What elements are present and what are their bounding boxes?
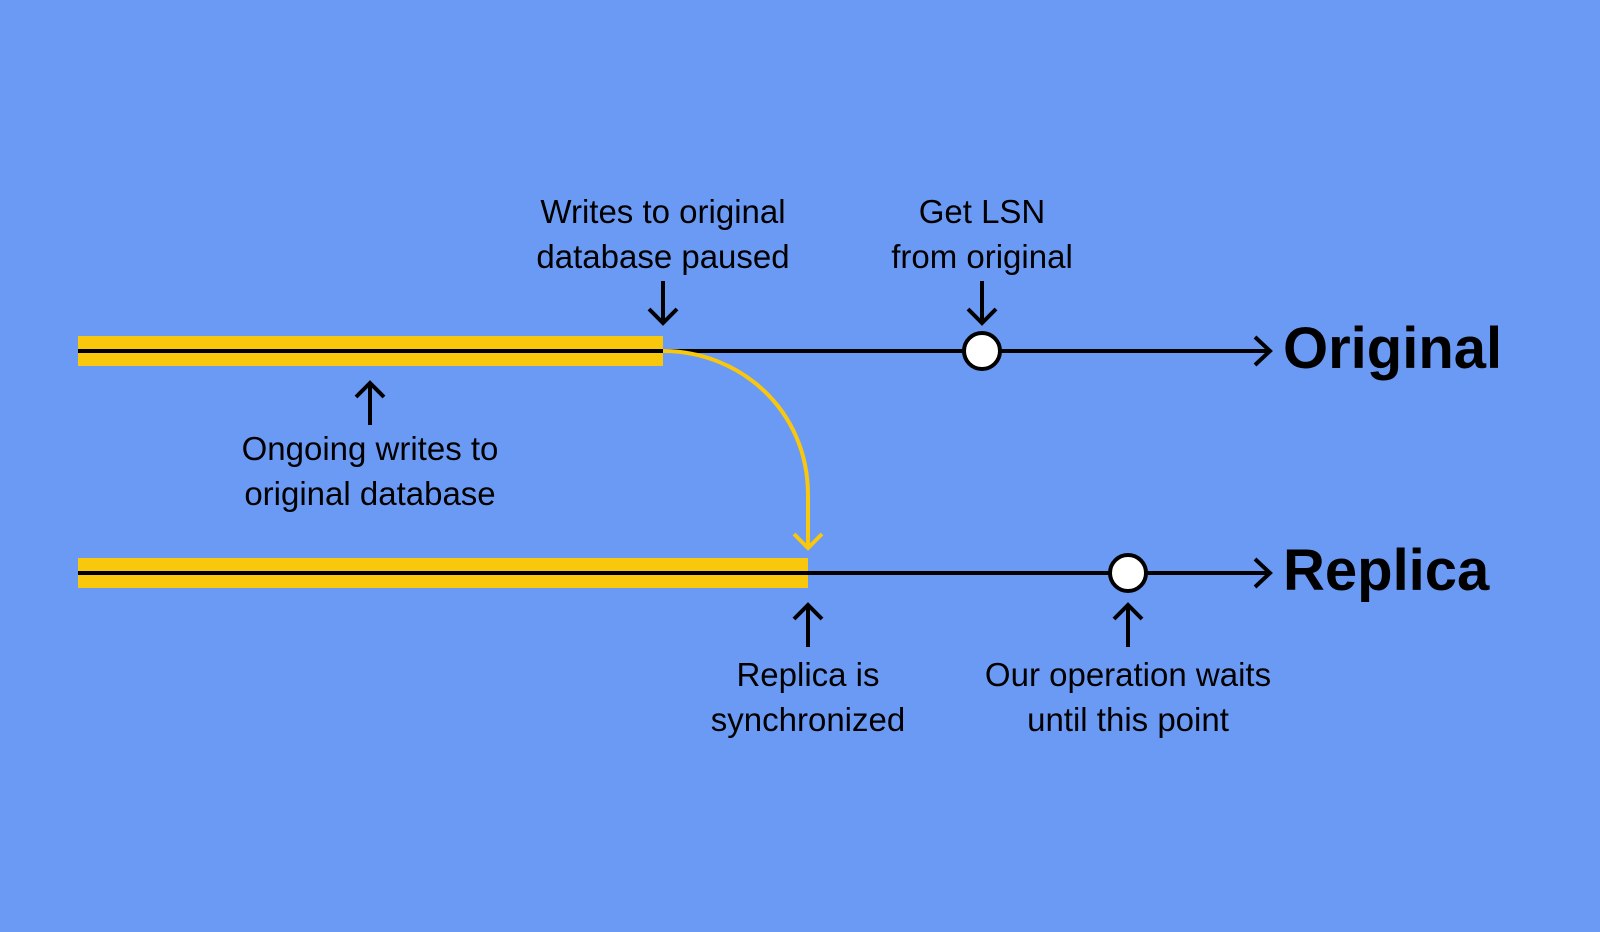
ongoing-writes-label: Ongoing writes to original database (242, 426, 499, 516)
replica-synced-line2: synchronized (710, 701, 906, 738)
ongoing-arrow-up-icon (354, 380, 386, 425)
original-track-title: Original (1283, 316, 1503, 381)
get-lsn-label: Get LSN from original (891, 189, 1073, 279)
get-lsn-line1: Get LSN (918, 193, 1046, 230)
lsn-arrow-down-icon (966, 281, 998, 326)
replica-track-title: Replica (1283, 538, 1490, 603)
get-lsn-line2: from original (891, 238, 1073, 275)
writes-paused-line2: database paused (536, 238, 790, 275)
synced-arrow-up-icon (792, 602, 824, 647)
lsn-point-icon (962, 331, 1002, 371)
replica-track (78, 553, 1273, 593)
paused-arrow-down-icon (647, 281, 679, 326)
original-arrow-head-icon (1253, 335, 1273, 367)
replica-synced-line1: Replica is (736, 656, 880, 693)
branch-arrow-head-icon (792, 532, 824, 551)
wait-point-icon (1108, 553, 1148, 593)
ongoing-writes-line2: original database (244, 475, 496, 512)
replica-arrow-head-icon (1253, 557, 1273, 589)
replication-branch-curve (662, 349, 810, 548)
writes-paused-line1: Writes to original (540, 193, 786, 230)
operation-waits-label: Our operation waits until this point (985, 652, 1271, 742)
ongoing-writes-line1: Ongoing writes to (241, 430, 499, 467)
original-track (78, 331, 1273, 371)
operation-waits-line2: until this point (1027, 701, 1229, 738)
waits-arrow-up-icon (1112, 602, 1144, 647)
writes-paused-label: Writes to original database paused (536, 189, 789, 279)
operation-waits-line1: Our operation waits (984, 656, 1272, 693)
replica-synced-label: Replica is synchronized (711, 652, 905, 742)
